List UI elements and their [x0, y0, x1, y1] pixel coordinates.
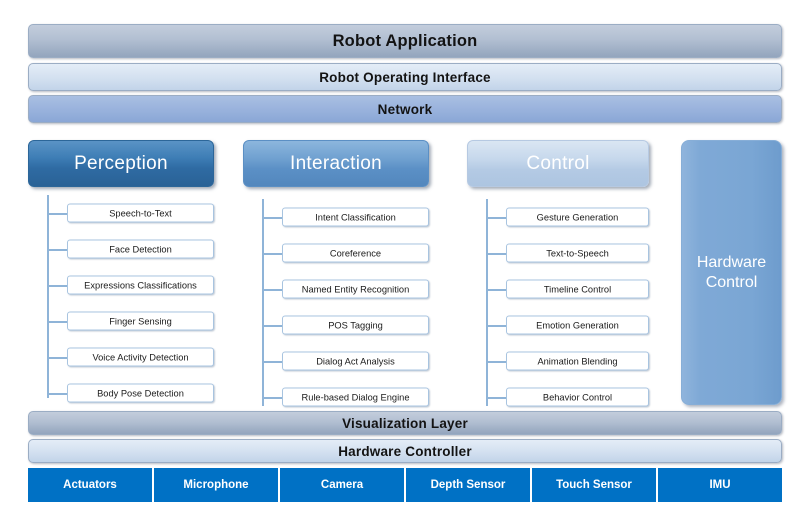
leaf-body-pose-detection: Body Pose Detection	[67, 383, 214, 403]
branch-perception-tree: Speech-to-Text Face Detection Expression…	[28, 195, 214, 411]
tree-connector	[262, 325, 282, 327]
leaf-coreference: Coreference	[282, 243, 429, 263]
leaf-expressions-classifications: Expressions Classifications	[67, 275, 214, 295]
leaf-gesture-generation: Gesture Generation	[506, 207, 649, 227]
list-item: Behavior Control	[467, 379, 649, 415]
hardware-control-line2: Control	[705, 273, 758, 291]
tree-connector	[486, 325, 506, 327]
list-item: Emotion Generation	[467, 307, 649, 343]
leaf-face-detection: Face Detection	[67, 239, 214, 259]
leaf-timeline-control: Timeline Control	[506, 279, 649, 299]
branch-control: Control Gesture Generation Text-to-Speec…	[467, 140, 649, 415]
leaf-rule-based-dialog-engine: Rule-based Dialog Engine	[282, 387, 429, 407]
tree-connector	[47, 357, 67, 359]
layer-visualization-label: Visualization Layer	[342, 415, 468, 431]
tree-connector	[486, 253, 506, 255]
branch-interaction-title: Interaction	[289, 152, 383, 174]
tree-connector	[486, 361, 506, 363]
branch-control-header: Control	[467, 140, 649, 187]
branch-perception: Perception Speech-to-Text Face Detection…	[28, 140, 214, 411]
tree-connector	[486, 397, 506, 399]
hardware-control-line1: Hardware	[696, 253, 767, 271]
tree-connector	[47, 285, 67, 287]
list-item: Finger Sensing	[28, 303, 214, 339]
layer-hardware-controller-label: Hardware Controller	[338, 443, 472, 459]
hardware-control-block: Hardware Control	[681, 140, 782, 405]
tree-connector	[262, 217, 282, 219]
list-item: Gesture Generation	[467, 199, 649, 235]
tree-connector	[47, 249, 67, 251]
leaf-intent-classification: Intent Classification	[282, 207, 429, 227]
leaf-speech-to-text: Speech-to-Text	[67, 203, 214, 223]
layer-visualization: Visualization Layer	[28, 411, 782, 435]
sensor-camera: Camera	[280, 468, 404, 502]
list-item: Expressions Classifications	[28, 267, 214, 303]
sensor-row: Actuators Microphone Camera Depth Sensor…	[28, 468, 782, 502]
layer-robot-application-label: Robot Application	[332, 31, 478, 50]
layer-robot-operating-interface-label: Robot Operating Interface	[319, 69, 491, 85]
sensor-actuators: Actuators	[28, 468, 152, 502]
leaf-emotion-generation: Emotion Generation	[506, 315, 649, 335]
list-item: Animation Blending	[467, 343, 649, 379]
list-item: Intent Classification	[243, 199, 429, 235]
tree-connector	[262, 361, 282, 363]
leaf-voice-activity-detection: Voice Activity Detection	[67, 347, 214, 367]
branch-perception-title: Perception	[74, 152, 168, 174]
tree-connector	[47, 213, 67, 215]
hardware-control-label: Hardware Control	[697, 253, 766, 293]
branch-interaction-tree: Intent Classification Coreference Named …	[243, 199, 429, 415]
branch-control-tree: Gesture Generation Text-to-Speech Timeli…	[467, 199, 649, 415]
branch-control-title: Control	[526, 152, 590, 174]
sensor-depth-sensor: Depth Sensor	[406, 468, 530, 502]
sensor-microphone: Microphone	[154, 468, 278, 502]
list-item: Timeline Control	[467, 271, 649, 307]
list-item: Named Entity Recognition	[243, 271, 429, 307]
layer-network-label: Network	[377, 101, 433, 117]
tree-trunk	[486, 199, 488, 406]
list-item: Speech-to-Text	[28, 195, 214, 231]
tree-connector	[486, 289, 506, 291]
leaf-finger-sensing: Finger Sensing	[67, 311, 214, 331]
sensor-touch-sensor: Touch Sensor	[532, 468, 656, 502]
leaf-pos-tagging: POS Tagging	[282, 315, 429, 335]
list-item: Rule-based Dialog Engine	[243, 379, 429, 415]
branch-interaction-header: Interaction	[243, 140, 429, 187]
tree-trunk	[262, 199, 264, 406]
branch-interaction: Interaction Intent Classification Corefe…	[243, 140, 429, 415]
sensor-imu: IMU	[658, 468, 782, 502]
tree-connector	[262, 253, 282, 255]
leaf-named-entity-recognition: Named Entity Recognition	[282, 279, 429, 299]
layer-network: Network	[28, 95, 782, 123]
tree-connector	[47, 393, 67, 395]
tree-trunk	[47, 195, 49, 398]
list-item: Body Pose Detection	[28, 375, 214, 411]
branch-perception-header: Perception	[28, 140, 214, 187]
tree-connector	[486, 217, 506, 219]
layer-robot-application: Robot Application	[28, 24, 782, 58]
leaf-text-to-speech: Text-to-Speech	[506, 243, 649, 263]
list-item: Face Detection	[28, 231, 214, 267]
leaf-behavior-control: Behavior Control	[506, 387, 649, 407]
tree-connector	[262, 397, 282, 399]
leaf-animation-blending: Animation Blending	[506, 351, 649, 371]
tree-connector	[47, 321, 67, 323]
tree-connector	[262, 289, 282, 291]
list-item: Voice Activity Detection	[28, 339, 214, 375]
layer-robot-operating-interface: Robot Operating Interface	[28, 63, 782, 91]
list-item: Dialog Act Analysis	[243, 343, 429, 379]
list-item: POS Tagging	[243, 307, 429, 343]
list-item: Coreference	[243, 235, 429, 271]
layer-hardware-controller: Hardware Controller	[28, 439, 782, 463]
list-item: Text-to-Speech	[467, 235, 649, 271]
leaf-dialog-act-analysis: Dialog Act Analysis	[282, 351, 429, 371]
